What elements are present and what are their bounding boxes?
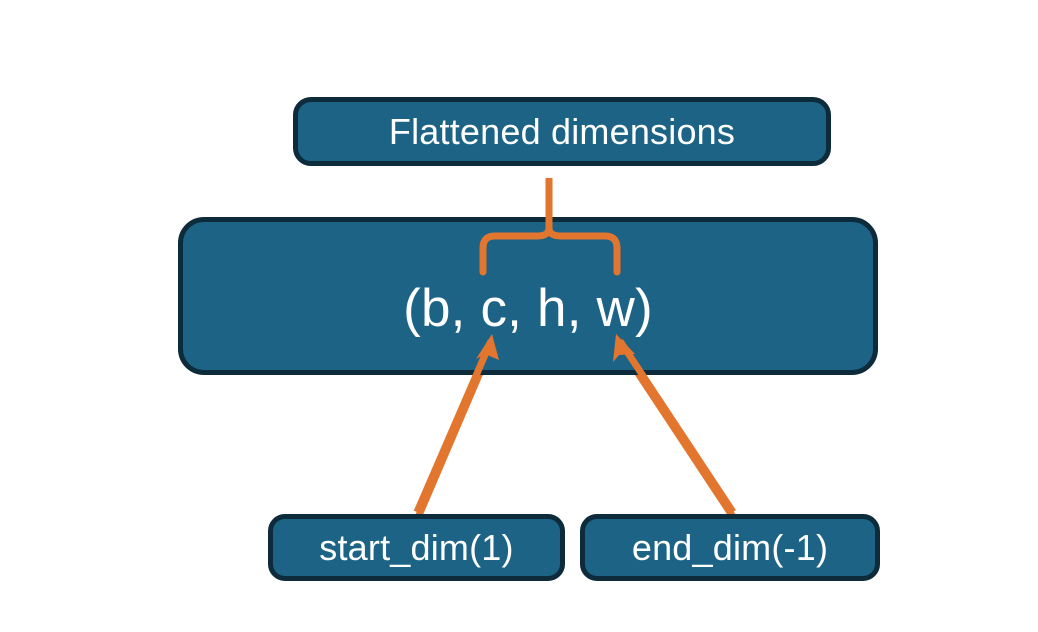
node-start-dim[interactable]: start_dim(1) [268, 514, 565, 581]
node-tensor-shape-label: (b, c, h, w) [403, 278, 653, 338]
node-end-dim[interactable]: end_dim(-1) [580, 514, 880, 581]
node-flattened-dimensions[interactable]: Flattened dimensions [293, 97, 831, 166]
node-flattened-dimensions-label: Flattened dimensions [388, 110, 736, 152]
node-end-dim-label: end_dim(-1) [631, 526, 829, 568]
node-start-dim-label: start_dim(1) [319, 526, 514, 568]
node-tensor-shape[interactable]: (b, c, h, w) [178, 217, 878, 375]
